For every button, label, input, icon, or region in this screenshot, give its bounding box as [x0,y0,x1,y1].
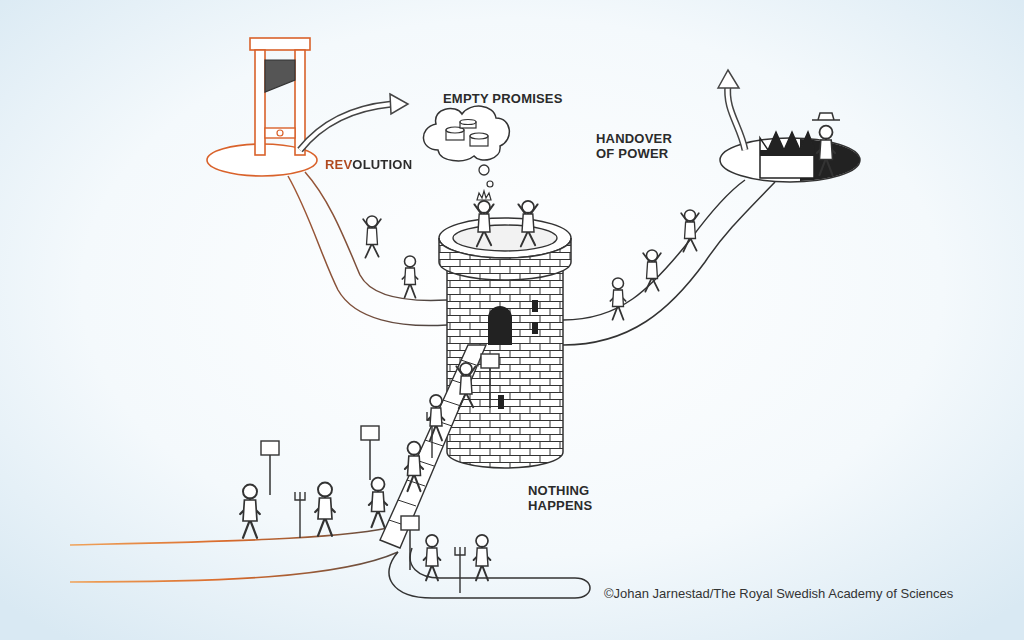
outcome-label: HANDOVER OF POWER [596,132,688,162]
credit-note: ©Johan Jarnestad/The Royal Swedish Acade… [604,587,953,602]
outcome-label: NOTHING HAPPENS [528,484,606,514]
outcome-label: REVOLUTION [325,158,412,173]
outcome-label: EMPTY PROMISES [443,92,563,107]
